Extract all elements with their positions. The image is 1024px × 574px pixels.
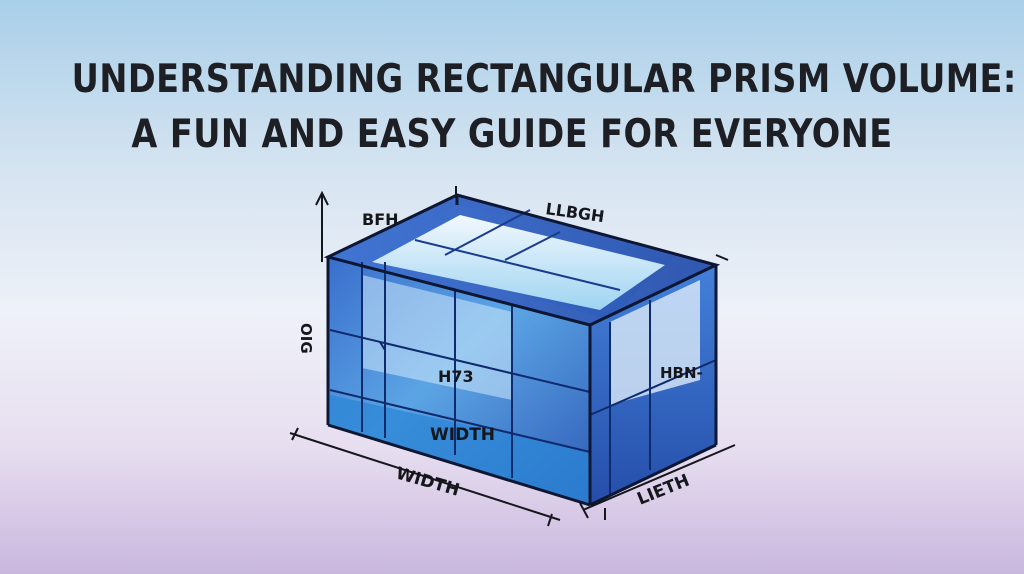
front-panel-light: [362, 275, 512, 400]
right-panel-light: [610, 280, 700, 405]
label-top-left: BFH: [362, 210, 399, 229]
top-grid: [414, 209, 621, 291]
front-panel-bottom: [330, 395, 590, 505]
dimension-lines: [289, 186, 736, 527]
label-front-bottom: WIDTH: [430, 425, 495, 445]
prism-top-opening: [372, 215, 665, 310]
front-grid: [329, 262, 591, 478]
label-left-side: OIG: [297, 323, 315, 354]
label-dimension-bottom: WIDTH: [394, 464, 462, 501]
title-line-1: UNDERSTANDING RECTANGULAR PRISM VOLUME:: [71, 57, 1017, 102]
title-line-2: A FUN AND EASY GUIDE FOR EVERYONE: [131, 112, 893, 157]
label-right-face: HBN-: [660, 364, 703, 382]
right-grid: [589, 300, 717, 495]
page-title: UNDERSTANDING RECTANGULAR PRISM VOLUME: …: [71, 52, 1017, 162]
label-center: H73: [438, 367, 474, 386]
prism-outline: [323, 193, 721, 507]
